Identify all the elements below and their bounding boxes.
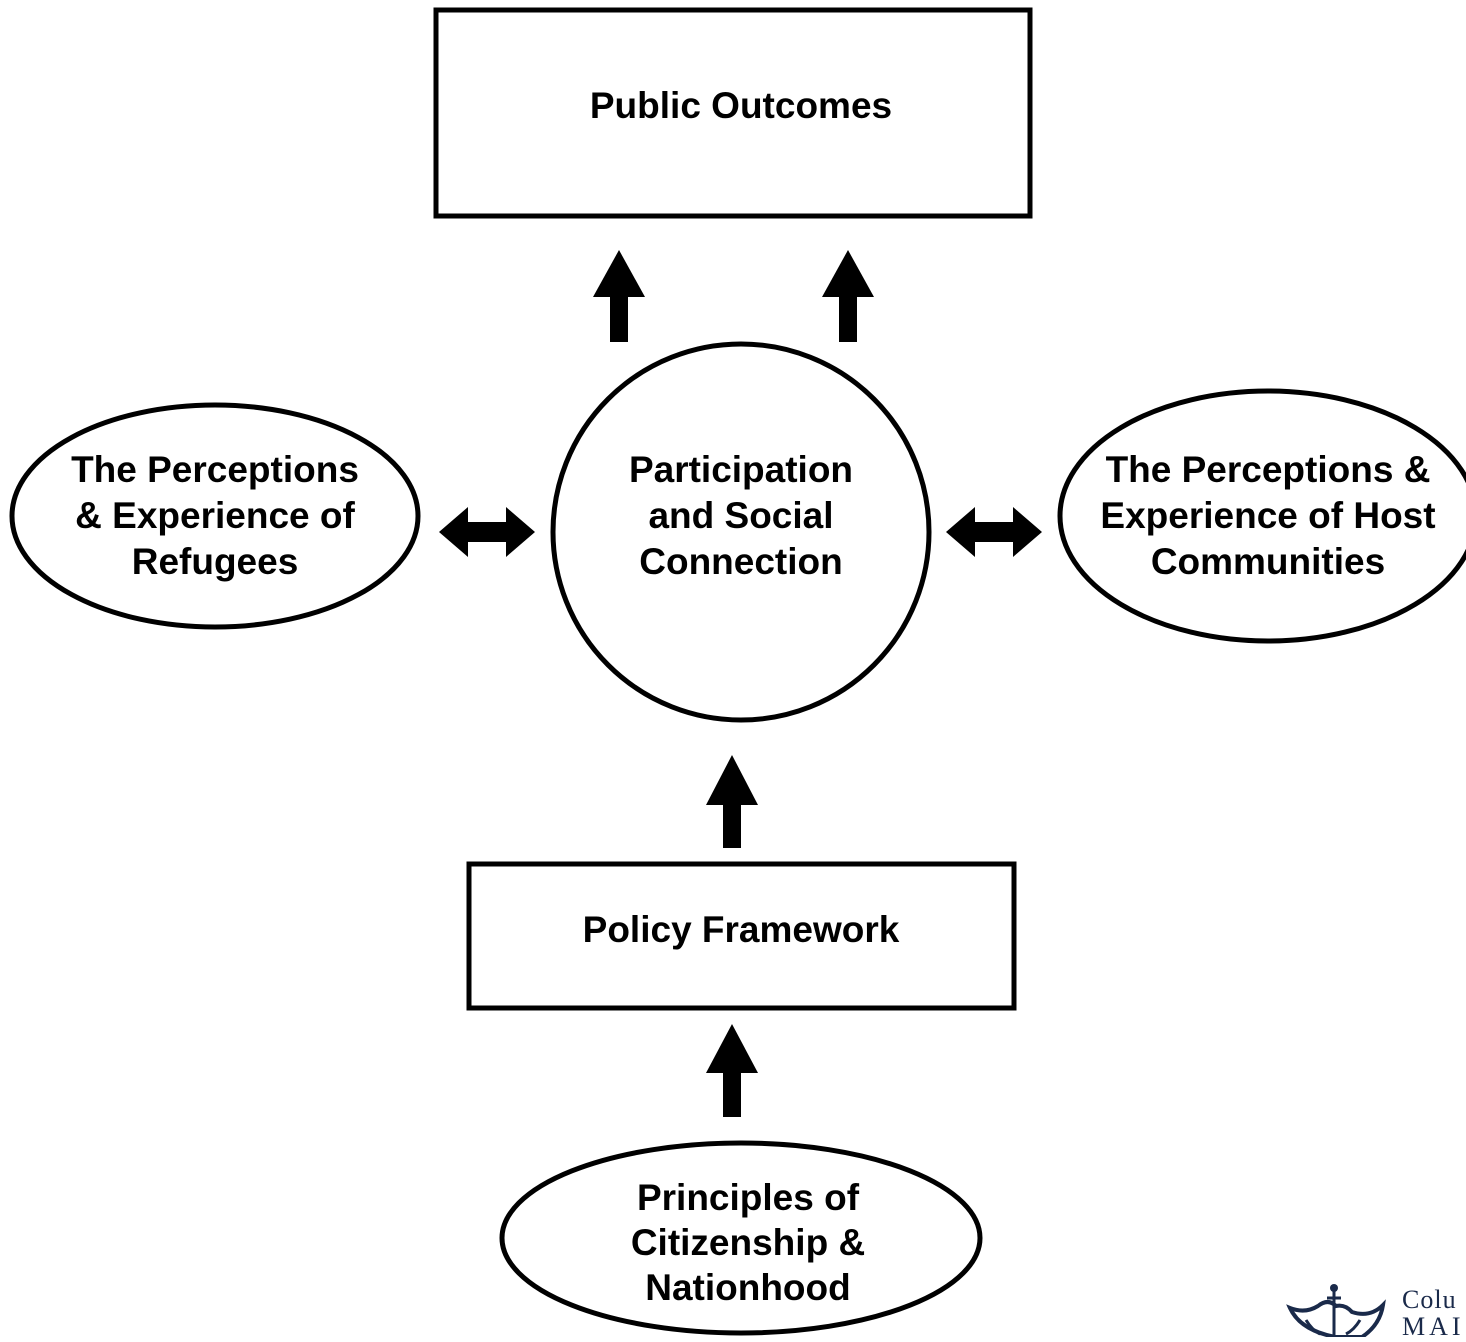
double-arrow-left <box>439 507 535 557</box>
principles-line-3: Nationhood <box>645 1267 851 1308</box>
host-communities-ellipse <box>1057 388 1466 644</box>
arrow-up-left <box>593 250 645 342</box>
policy-framework-node: Policy Framework <box>466 861 1017 1011</box>
participation-circle <box>550 341 932 723</box>
logo-line-1: Colu <box>1402 1285 1457 1314</box>
principles-line-1: Principles of <box>637 1177 860 1218</box>
arrow-up-center-top <box>706 755 758 848</box>
refugees-line-3: Refugees <box>132 541 299 582</box>
policy-framework-label: Policy Framework <box>583 909 900 950</box>
participation-node: Participation and Social Connection <box>550 341 932 723</box>
public-outcomes-box <box>433 7 1033 219</box>
host-line-2: Experience of Host <box>1100 495 1435 536</box>
principles-node: Principles of Citizenship & Nationhood <box>499 1140 983 1336</box>
public-outcomes-node: Public Outcomes <box>433 7 1033 219</box>
participation-line-1: Participation <box>629 449 853 490</box>
participation-line-2: and Social <box>648 495 833 536</box>
host-communities-node: The Perceptions & Experience of Host Com… <box>1057 388 1466 644</box>
arrow-up-right <box>822 250 874 342</box>
host-line-3: Communities <box>1151 541 1385 582</box>
refugees-node: The Perceptions & Experience of Refugees <box>9 402 421 630</box>
public-outcomes-label: Public Outcomes <box>590 85 892 126</box>
principles-line-2: Citizenship & <box>631 1222 865 1263</box>
crown-logo-icon <box>1286 1284 1386 1339</box>
double-arrow-right <box>946 507 1042 557</box>
refugees-ellipse <box>9 402 421 630</box>
logo-line-2: MAI <box>1402 1312 1465 1337</box>
policy-framework-box <box>466 861 1017 1011</box>
host-line-1: The Perceptions & <box>1106 449 1431 490</box>
refugees-line-1: The Perceptions <box>71 449 359 490</box>
principles-ellipse <box>499 1140 983 1336</box>
participation-line-3: Connection <box>639 541 842 582</box>
refugees-line-2: & Experience of <box>75 495 355 536</box>
arrow-up-center-bottom <box>706 1024 758 1117</box>
